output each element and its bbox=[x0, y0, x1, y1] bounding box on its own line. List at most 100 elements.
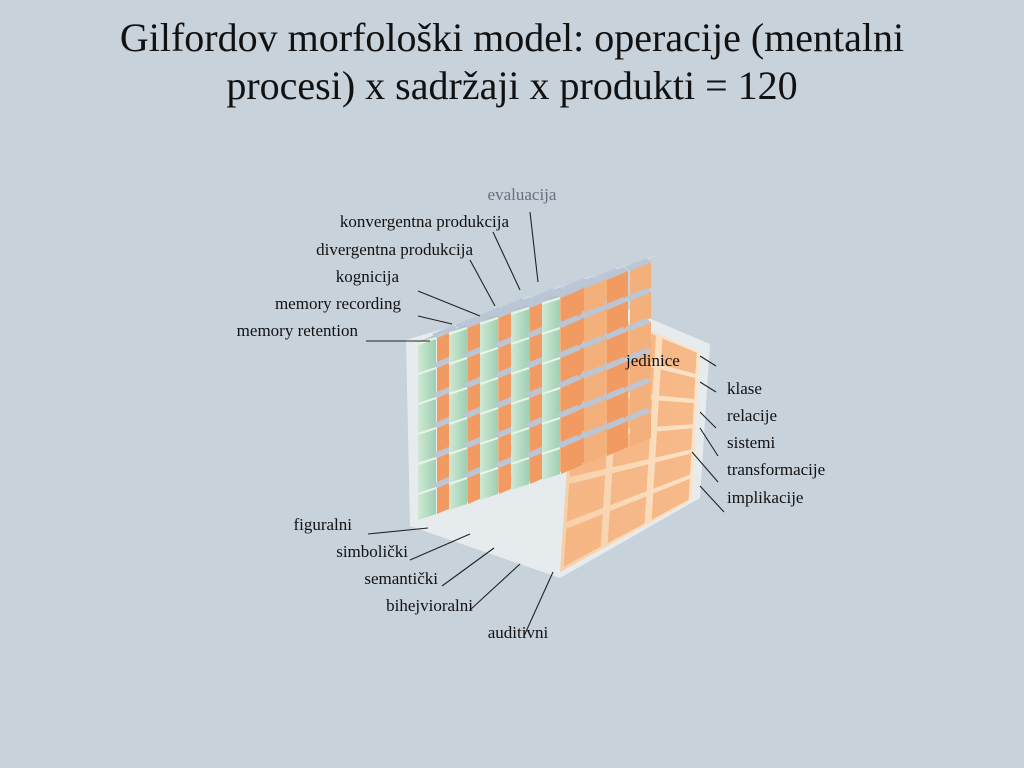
slab-cell-top bbox=[579, 336, 605, 349]
product-label-implikacije: implikacije bbox=[727, 488, 803, 507]
slab-cell-top bbox=[602, 327, 628, 340]
content-label-bihejvioralni: bihejvioralni bbox=[386, 596, 473, 615]
right-face-cell bbox=[653, 453, 692, 489]
slab-cell-top bbox=[556, 375, 582, 388]
slab-front bbox=[449, 326, 467, 510]
operation-label-konvergentna: konvergentna produkcija bbox=[340, 212, 510, 231]
content-label-semanticki: semantički bbox=[364, 569, 438, 588]
slab-cell-top bbox=[556, 405, 582, 418]
operation-label-evaluacija: evaluacija bbox=[488, 185, 557, 204]
slab-front-divider bbox=[417, 487, 437, 495]
slab-front-divider bbox=[479, 407, 499, 415]
slab-cell bbox=[561, 439, 582, 474]
slab-front bbox=[511, 306, 529, 490]
slab-cell-top bbox=[625, 378, 651, 391]
right-face-cell bbox=[566, 475, 606, 522]
slab-cell-top bbox=[625, 348, 651, 361]
slab-front-divider bbox=[541, 417, 561, 425]
slab-cell bbox=[630, 412, 651, 447]
slab-cell-top bbox=[525, 295, 551, 308]
slab-front bbox=[418, 336, 436, 520]
right-face-cell bbox=[651, 478, 690, 520]
operation-slab bbox=[541, 254, 660, 480]
slab-cell-top bbox=[625, 258, 651, 271]
slab-front-divider bbox=[417, 457, 437, 465]
slab-front-divider bbox=[479, 377, 499, 385]
operation-label-memory-recording: memory recording bbox=[275, 294, 402, 313]
slab-front-divider bbox=[448, 357, 468, 365]
slide-title: Gilfordov morfološki model: operacije (m… bbox=[0, 14, 1024, 110]
operation-label-divergentna: divergentna produkcija bbox=[316, 240, 473, 259]
slab-front-divider bbox=[417, 367, 437, 375]
slab-front-divider bbox=[479, 347, 499, 355]
slab-cell-top bbox=[602, 417, 628, 430]
product-label-relacije: relacije bbox=[727, 406, 777, 425]
product-label-sistemi: sistemi bbox=[727, 433, 775, 452]
slab-front-divider bbox=[510, 397, 530, 405]
right-face-cell bbox=[657, 400, 694, 427]
slab-front-divider bbox=[479, 437, 499, 445]
slab-front-divider bbox=[417, 397, 437, 405]
right-face-cell bbox=[610, 464, 649, 506]
slab-front-divider bbox=[541, 327, 561, 335]
slab-front-divider bbox=[541, 357, 561, 365]
operation-label-memory-retention: memory retention bbox=[237, 321, 359, 340]
slab-front-divider bbox=[510, 337, 530, 345]
slab-cell-top bbox=[556, 285, 582, 298]
right-face-cell bbox=[655, 428, 693, 458]
slab-cell-top bbox=[432, 325, 458, 338]
slab-front-divider bbox=[479, 317, 499, 325]
slab-front-divider bbox=[417, 427, 437, 435]
product-label-jedinice: jedinice bbox=[625, 351, 680, 370]
cube-slabs bbox=[417, 254, 660, 520]
slab-front bbox=[480, 316, 498, 500]
slab-front-divider bbox=[510, 367, 530, 375]
slab-front-divider bbox=[510, 427, 530, 435]
slab-front-divider bbox=[541, 447, 561, 455]
slab-cell-top bbox=[579, 396, 605, 409]
slab-front bbox=[542, 296, 560, 480]
slab-cell-top bbox=[625, 288, 651, 301]
right-face-cell bbox=[659, 369, 696, 400]
product-label-transformacije: transformacije bbox=[727, 460, 825, 479]
slab-front-divider bbox=[448, 417, 468, 425]
right-face-cell bbox=[607, 496, 647, 544]
slab-front-divider bbox=[541, 387, 561, 395]
slab-front-divider bbox=[448, 447, 468, 455]
slab-cell-top bbox=[602, 297, 628, 310]
content-label-simbolicki: simbolički bbox=[336, 542, 408, 561]
content-label-figuralni: figuralni bbox=[293, 515, 352, 534]
slab-cell-top bbox=[602, 267, 628, 280]
title-line-2: procesi) x sadržaji x produkti = 120 bbox=[226, 63, 798, 108]
slab-front-divider bbox=[448, 327, 468, 335]
slab-cell bbox=[607, 421, 628, 456]
slab-front-divider bbox=[510, 307, 530, 315]
slab-cell-top bbox=[494, 305, 520, 318]
slab-cell-top bbox=[579, 366, 605, 379]
slab-cell bbox=[584, 430, 605, 465]
leader-lines bbox=[366, 211, 725, 637]
operation-label-kognicija: kognicija bbox=[336, 267, 400, 286]
slab-cell-top bbox=[556, 345, 582, 358]
slab-cell-top bbox=[463, 315, 489, 328]
right-face-cell bbox=[660, 338, 697, 374]
slab-cell-top bbox=[625, 318, 651, 331]
title-line-1: Gilfordov morfološki model: operacije (m… bbox=[119, 15, 905, 60]
slab-cell-top bbox=[556, 315, 582, 328]
slab-cell-top bbox=[579, 426, 605, 439]
slab-front-divider bbox=[448, 387, 468, 395]
slab-cell-top bbox=[579, 306, 605, 319]
slab-cell-top bbox=[602, 387, 628, 400]
slab-front-divider bbox=[510, 457, 530, 465]
slab-front-divider bbox=[448, 477, 468, 485]
product-label-klase: klase bbox=[727, 379, 762, 398]
content-label-auditivni: auditivni bbox=[488, 623, 549, 642]
slab-cell-top bbox=[579, 276, 605, 289]
slab-front-divider bbox=[479, 467, 499, 475]
slab-cell-top bbox=[602, 357, 628, 370]
slab-cell-top bbox=[556, 435, 582, 448]
right-face-cell bbox=[563, 514, 603, 567]
slab-cell-top bbox=[625, 408, 651, 421]
slab-front-divider bbox=[541, 297, 561, 305]
